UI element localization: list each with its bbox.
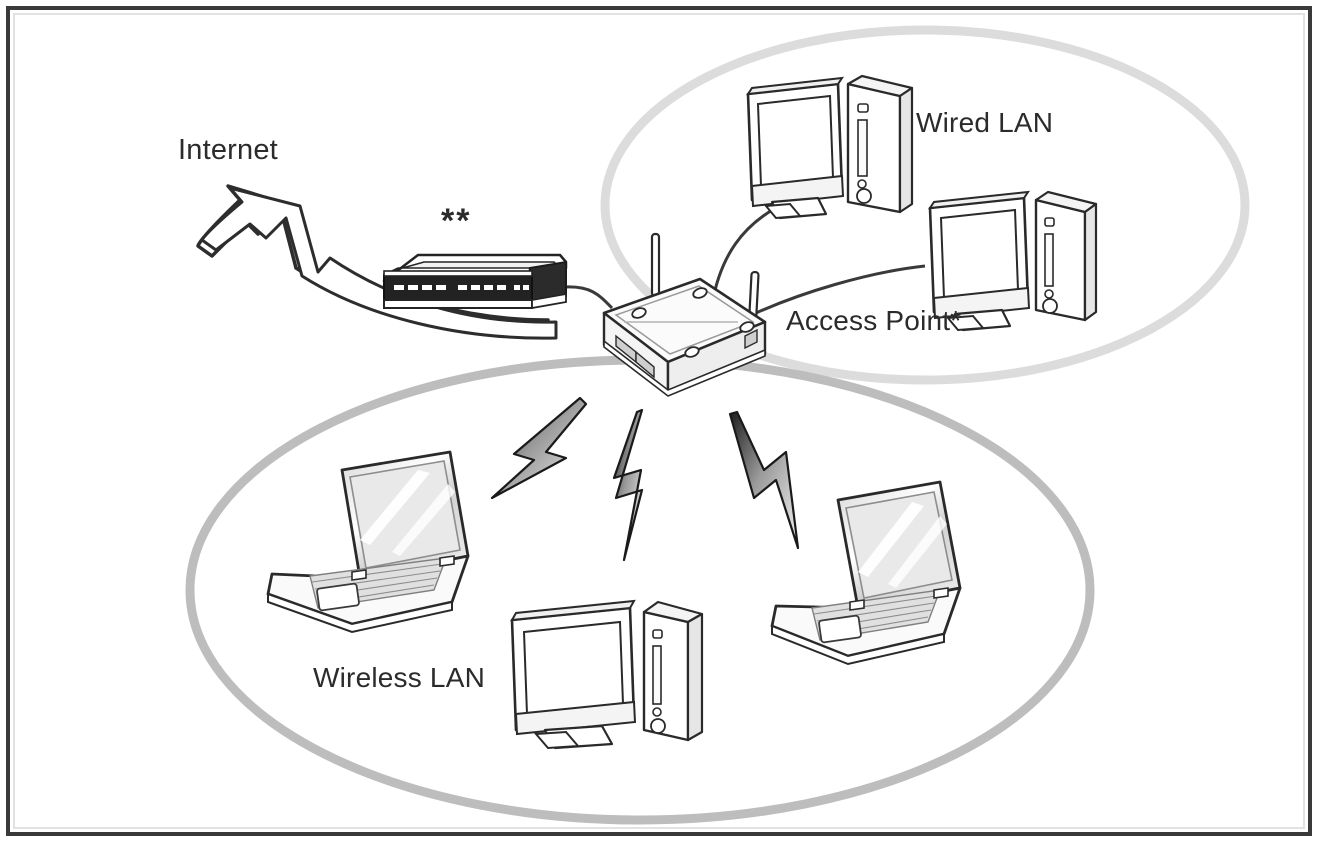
desktop-computer-top — [745, 74, 914, 220]
access-point-device — [602, 232, 767, 397]
wireless-lan-label: Wireless LAN — [313, 662, 485, 693]
antenna-left — [650, 232, 661, 298]
cable-ap-to-desktop-right — [744, 264, 926, 320]
modem-footnote-label: ** — [441, 202, 472, 240]
desktop-computer-right — [927, 190, 1098, 332]
wired-lan-zone — [600, 25, 1250, 385]
cable-modem-to-access-point — [565, 285, 614, 310]
wireless-link-left — [490, 396, 588, 500]
laptop-right — [770, 480, 962, 666]
modem-device — [382, 253, 568, 310]
internet-label: Internet — [178, 134, 278, 166]
desktop-computer-bottom — [510, 599, 704, 750]
wireless-link-center — [612, 408, 644, 562]
wired-lan-label: Wired LAN — [916, 107, 1054, 138]
access-point-label: Access Point* — [786, 305, 962, 336]
laptop-left — [266, 450, 470, 634]
wireless-link-right — [728, 410, 800, 550]
